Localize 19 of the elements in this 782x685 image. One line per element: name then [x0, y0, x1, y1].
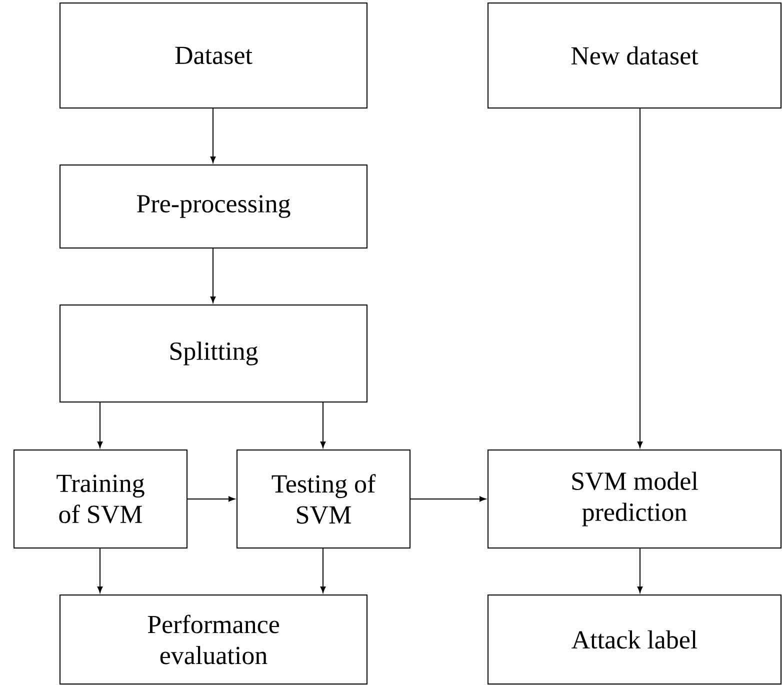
arrow	[320, 548, 326, 593]
process-box: Training of SVM	[14, 450, 188, 548]
process-box: Dataset	[60, 2, 368, 108]
arrow	[210, 108, 216, 163]
arrow	[637, 548, 643, 593]
process-box: SVM model prediction	[488, 450, 782, 548]
arrow	[637, 108, 643, 448]
arrow	[97, 402, 103, 448]
process-box: Performance evaluation	[60, 594, 368, 684]
process-box: New dataset	[488, 2, 782, 108]
arrow	[410, 496, 486, 502]
arrow	[187, 496, 235, 502]
process-box: Pre-processing	[60, 164, 368, 248]
process-box: Testing of SVM	[236, 450, 410, 548]
process-box: Splitting	[60, 304, 368, 402]
process-box: Attack label	[488, 594, 782, 684]
arrow	[97, 548, 103, 593]
arrow	[210, 248, 216, 303]
arrow	[320, 402, 326, 448]
